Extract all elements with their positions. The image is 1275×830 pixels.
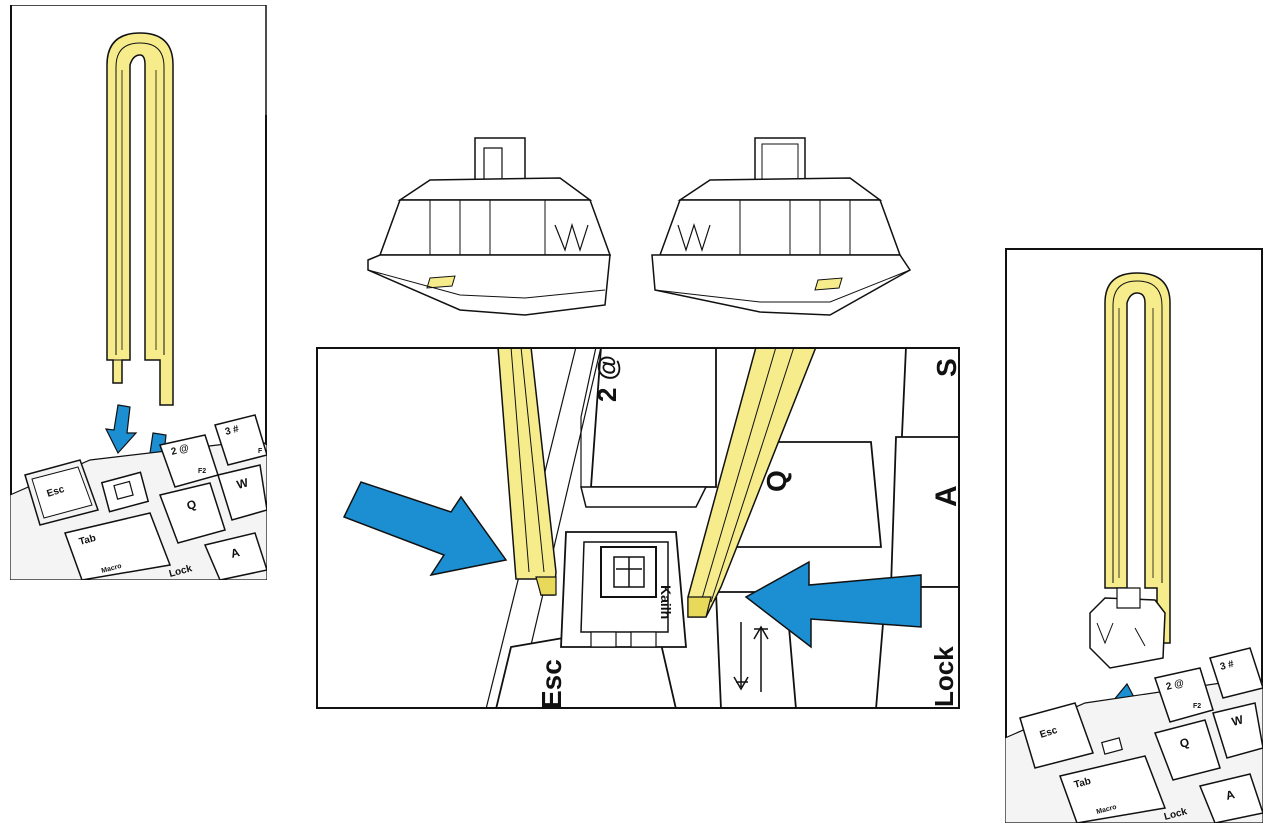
svg-text:Kailh: Kailh (658, 585, 674, 619)
key-a: A (1198, 773, 1263, 823)
switch-puller-tool (687, 347, 817, 618)
switch-views-illustration (367, 137, 912, 316)
zoom-detail-illustration: 2 @ Q S A Lock (316, 347, 960, 709)
svg-text:2 @: 2 @ (592, 355, 622, 402)
step-insert-illustration: Esc 2 @ F2 3 # F Q W A (10, 5, 267, 580)
svg-text:Esc: Esc (1039, 725, 1060, 741)
svg-text:Esc: Esc (536, 659, 567, 709)
key-w: W (1212, 702, 1263, 759)
key-q: Q (1153, 719, 1221, 781)
mechanical-switch (1089, 587, 1166, 669)
keyboard-illustration: Esc 2 @ F2 3 # Q W A (1005, 647, 1263, 823)
svg-text:3 #: 3 # (224, 424, 241, 438)
key-q: Q (158, 482, 226, 544)
arrow-right-icon (342, 481, 508, 577)
key-2: 2 @ (580, 347, 717, 508)
svg-text:Esc: Esc (46, 484, 67, 500)
svg-text:2 @: 2 @ (170, 443, 191, 458)
svg-text:3 #: 3 # (1219, 659, 1236, 673)
mechanical-switch (367, 137, 612, 316)
step-remove-illustration: Esc 2 @ F2 3 # Q W A (1005, 248, 1263, 823)
key-tab (715, 591, 797, 709)
keyboard-illustration: Esc 2 @ F2 3 # F Q W A (10, 414, 267, 580)
step-insert-puller-panel: Esc 2 @ F2 3 # F Q W A (10, 5, 267, 580)
key-tab: Tab Macro Lock (1059, 755, 1189, 823)
svg-text:Lock: Lock (929, 646, 959, 707)
empty-switch-socket (1101, 737, 1123, 755)
key-3: 3 # (1209, 647, 1263, 699)
mechanical-switch (100, 471, 150, 513)
svg-text:2 @: 2 @ (1165, 678, 1186, 693)
svg-text:F: F (258, 448, 263, 455)
key-esc: Esc (1019, 702, 1094, 769)
mechanical-switch: Kailh (560, 531, 687, 648)
step-remove-switch-panel: Esc 2 @ F2 3 # Q W A (1005, 248, 1263, 823)
svg-text:A: A (229, 545, 241, 561)
svg-text:Tab: Tab (78, 533, 97, 548)
svg-text:A: A (930, 485, 960, 507)
svg-text:Tab: Tab (1073, 776, 1092, 791)
key-esc: Esc (24, 459, 99, 526)
switch-views (360, 130, 920, 320)
svg-text:Q: Q (185, 497, 198, 513)
key-w: W (217, 464, 267, 521)
key-s: S (900, 347, 960, 458)
key-2: 2 @ F2 (1154, 667, 1214, 723)
svg-text:W: W (235, 475, 250, 492)
key-3: 3 # F (214, 414, 267, 466)
mechanical-switch (651, 137, 912, 316)
svg-text:F2: F2 (1193, 703, 1201, 710)
arrow-down-icon (104, 404, 138, 455)
svg-text:F2: F2 (198, 468, 206, 475)
svg-text:A: A (1224, 787, 1236, 803)
svg-text:W: W (1230, 712, 1245, 729)
svg-text:Q: Q (761, 470, 792, 492)
switch-puller-tool (1104, 272, 1171, 644)
key-a: A (890, 436, 960, 588)
svg-text:Q: Q (1178, 735, 1191, 751)
arrow-left-icon (744, 560, 922, 649)
zoom-detail-panel: 2 @ Q S A Lock (316, 347, 960, 709)
switch-puller-tool (106, 32, 174, 406)
key-a: A (203, 532, 267, 580)
svg-text:S: S (931, 358, 960, 377)
switch-puller-tool (497, 347, 557, 596)
